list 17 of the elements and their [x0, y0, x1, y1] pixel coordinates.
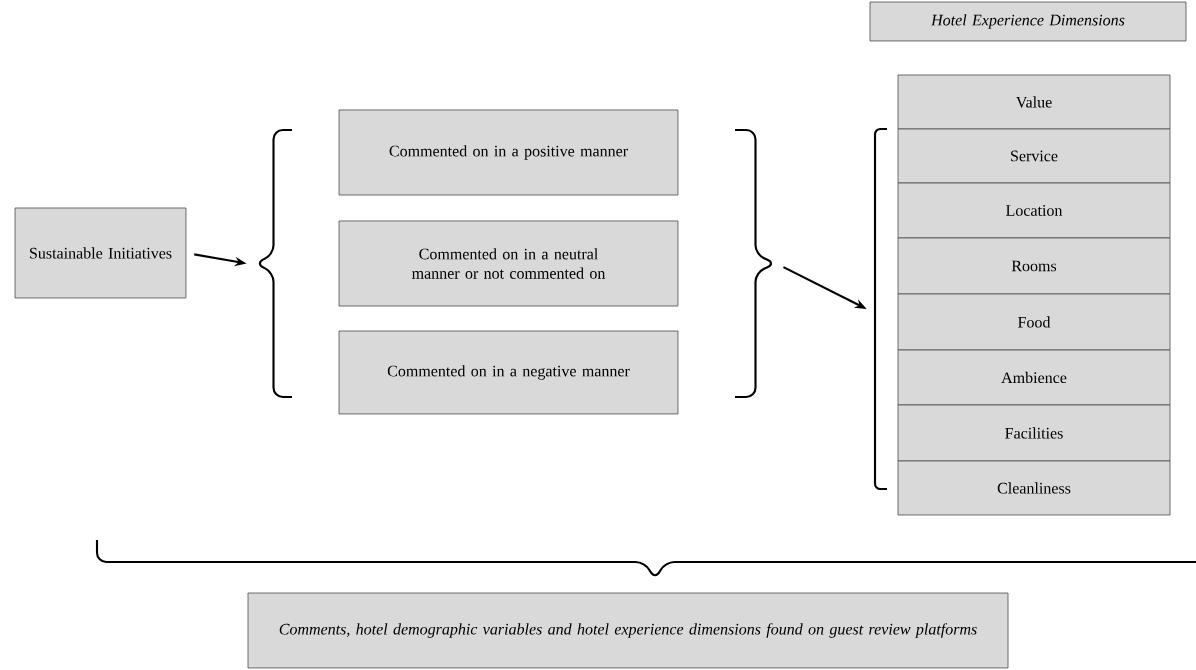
option-box: Commented on in a neutral manner or not commented on [338, 220, 679, 307]
dimension-box: Location [897, 182, 1171, 239]
dimension-box: Facilities [897, 404, 1171, 462]
option-box: Commented on in a positive manner [338, 109, 679, 196]
dimension-box: Ambience [897, 349, 1171, 406]
dimension-box: Cleanliness [897, 460, 1171, 516]
square-bracket [873, 127, 887, 491]
process-box: Sustainable Initiatives [14, 207, 187, 299]
heading-box: Hotel Experience Dimensions [869, 1, 1187, 42]
curly-brace [259, 128, 292, 399]
curly-brace [735, 128, 772, 399]
dimension-box: Rooms [897, 237, 1171, 295]
dimension-box: Service [897, 128, 1171, 184]
option-box: Commented on in a negative manner [338, 330, 679, 415]
dimension-box: Food [897, 293, 1171, 351]
dimension-box: Value [897, 74, 1171, 130]
outcome-box: Comments, hotel demographic variables and hotel experience dimensions found on guest review platforms [247, 592, 1009, 669]
